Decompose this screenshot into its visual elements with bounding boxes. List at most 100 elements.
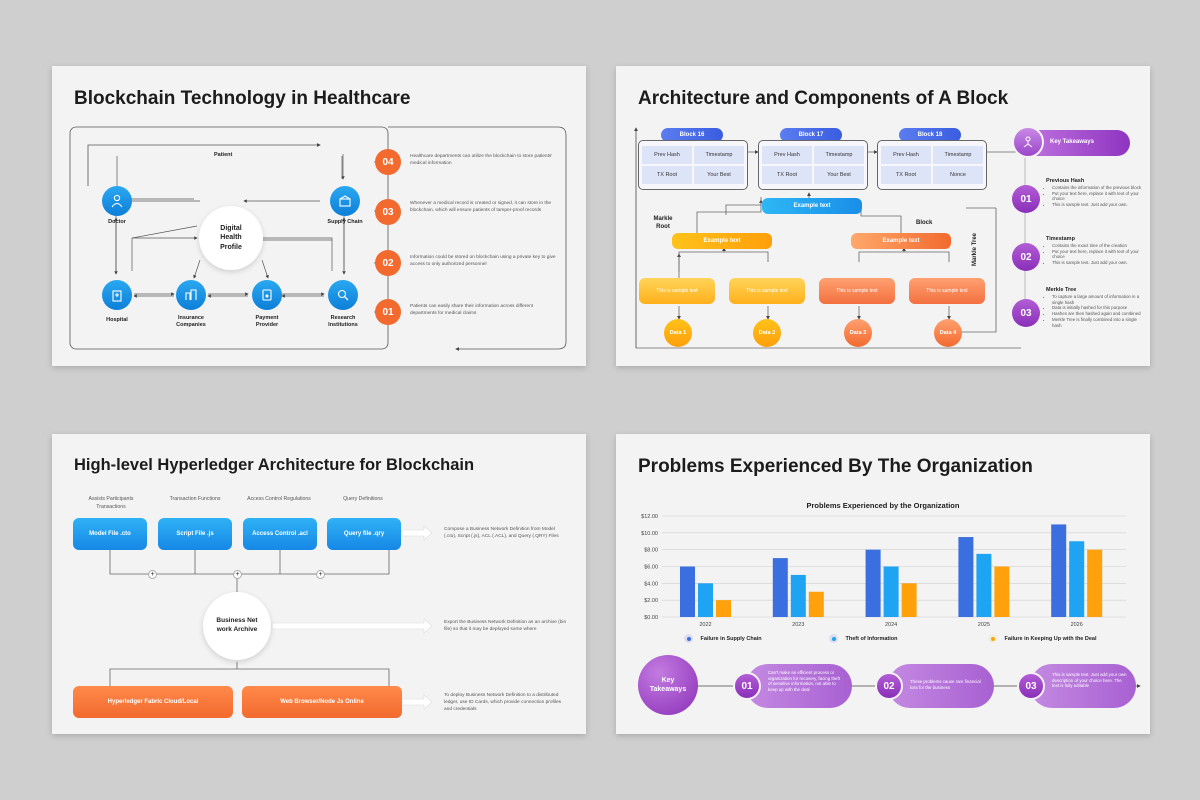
slide-hyperledger[interactable]: High-level Hyperledger Architecture for … (52, 434, 586, 734)
bar (1087, 549, 1103, 617)
slide-title: Blockchain Technology in Healthcare (74, 88, 411, 109)
file-box-query: Query file .qry (327, 518, 401, 550)
takeaway-number: 02 (875, 672, 903, 700)
research-label: Research Institutions (328, 315, 358, 329)
payment-label: Payment Provider (255, 315, 279, 329)
bar (976, 553, 992, 617)
data-circle: Data 3 (844, 319, 872, 347)
y-tick-label: $0.00 (644, 615, 658, 621)
takeaway-text: Can't make an efficient process or organ… (768, 670, 840, 693)
slide-title: Architecture and Components of A Block (638, 88, 1009, 109)
bar (698, 583, 713, 617)
bar (1051, 524, 1067, 617)
takeaway-text: These problems cause rare financial loss… (910, 679, 981, 690)
legend-label: Failure in Keeping Up with the Deal (1004, 635, 1097, 642)
takeaway-pill (1030, 664, 1136, 708)
bullet: Merkle Tree is finally combined into a s… (1052, 317, 1142, 328)
connector-lines (634, 127, 1026, 349)
sample-box: This is sample text (909, 278, 985, 304)
legend-item: Failure in Supply Chain (684, 634, 762, 643)
note-text: Export the Business Network Definition a… (444, 620, 567, 632)
block-cell: Prev Hash (881, 146, 931, 164)
supply-chain-label: Supply Chain (327, 219, 363, 225)
bullet: This is sample text. Just add your own. (1052, 260, 1142, 266)
hospital-label: Hospital (106, 317, 128, 323)
plus-icon: + (148, 570, 157, 579)
legend-item: Failure in Keeping Up with the Deal (988, 634, 1097, 643)
takeaway-title: Timestamp (1046, 236, 1075, 242)
center-label: Business Net work Archive (216, 617, 258, 633)
business-network-archive: Business Net work Archive (203, 592, 271, 660)
data-circle: Data 1 (664, 319, 692, 347)
x-tick-label: 2022 (699, 622, 711, 628)
x-tick-label: 2026 (1071, 622, 1083, 628)
y-tick-label: $6.00 (644, 565, 658, 571)
doctor-icon (102, 186, 132, 216)
bar (790, 574, 806, 617)
insurance-label: Insurance Companies (176, 315, 206, 329)
block-cell: Timestamp (814, 146, 864, 164)
sample-box: This is sample text (729, 278, 805, 304)
hospital-icon (102, 280, 132, 310)
step-text: Whenever a medical record is created or … (410, 201, 552, 213)
mid-example-pill: Example text (672, 233, 772, 249)
column-header: Assists Participants Transactions (88, 496, 134, 510)
takeaway-bullets: Contains the exact time of the creation … (1046, 243, 1142, 266)
bullet: Contains the information of the previous… (1052, 185, 1142, 191)
center-label: Digital Health Profile (220, 225, 242, 251)
legend-label: Theft of Information (845, 635, 898, 642)
x-tick-label: 2025 (978, 622, 990, 628)
step-text: Information could be stored on blockchai… (410, 255, 556, 267)
file-box-acl: Access Control .acl (243, 518, 317, 550)
doctor-label: Doctor (108, 219, 126, 225)
takeaway-text: This is sample text. Just add your own d… (1052, 672, 1127, 689)
key-takeaways-label: Key Takeaways (649, 676, 687, 693)
block-cell: Prev Hash (762, 146, 812, 164)
y-tick-label: $4.00 (644, 581, 658, 587)
takeaway-pill (888, 664, 994, 708)
takeaway-pill (746, 664, 852, 708)
step-text: Patients can easily share their informat… (410, 304, 534, 316)
bar (1069, 541, 1085, 617)
note-text: Compose a Business Network Definition fr… (444, 527, 559, 539)
column-header: Query Definitions (343, 496, 383, 502)
bullet: Data is initially hashed for this purpos… (1052, 305, 1142, 311)
takeaway-number: 02 (1012, 243, 1040, 271)
bar (716, 600, 731, 617)
research-icon (328, 280, 358, 310)
bar (994, 566, 1010, 617)
block-cell: Prev Hash (642, 146, 692, 164)
bar (901, 583, 917, 617)
block-cell: TX Root (642, 166, 692, 184)
bar (958, 537, 974, 617)
x-tick-label: 2024 (885, 622, 897, 628)
y-tick-label: $8.00 (644, 548, 658, 554)
hyperledger-fabric-box: Hyperledger Fabric Cloud/Local (73, 686, 233, 718)
takeaway-title: Previous Hash (1046, 178, 1085, 184)
takeaway-number: 03 (1017, 672, 1045, 700)
network-icon (1012, 126, 1044, 158)
file-box-model: Model File .cto (73, 518, 147, 550)
plus-icon: + (316, 570, 325, 579)
web-browser-box: Web Browser/Node Js Online (242, 686, 402, 718)
step-number: 02 (375, 250, 401, 276)
takeaway-number: 01 (733, 672, 761, 700)
block-cell: Your Best (694, 166, 744, 184)
bar (808, 591, 824, 617)
takeaway-number: 03 (1012, 299, 1040, 327)
block-cell: Nonce (933, 166, 983, 184)
bullet: Put your text here, replace it with text… (1052, 249, 1142, 260)
block-16-header: Block 16 (661, 128, 723, 142)
slide-healthcare[interactable]: Blockchain Technology in Healthcare Pati… (52, 66, 586, 366)
bullet: Hashes are then hashed again and combine… (1052, 311, 1142, 317)
slide-block-architecture[interactable]: Architecture and Components of A Block B… (616, 66, 1150, 366)
payment-icon (252, 280, 282, 310)
file-box-script: Script File .js (158, 518, 232, 550)
block-18-header: Block 18 (899, 128, 961, 142)
slide-problems[interactable]: Problems Experienced By The Organization… (616, 434, 1150, 734)
slide-title: Problems Experienced By The Organization (638, 456, 1033, 477)
digital-health-profile: Digital Health Profile (199, 206, 263, 270)
supply-chain-icon (330, 186, 360, 216)
bar-chart: $0.00$2.00$4.00$6.00$8.00$10.00$12.00202… (641, 514, 1126, 628)
markle-tree-label: Markle Tree (972, 232, 978, 266)
